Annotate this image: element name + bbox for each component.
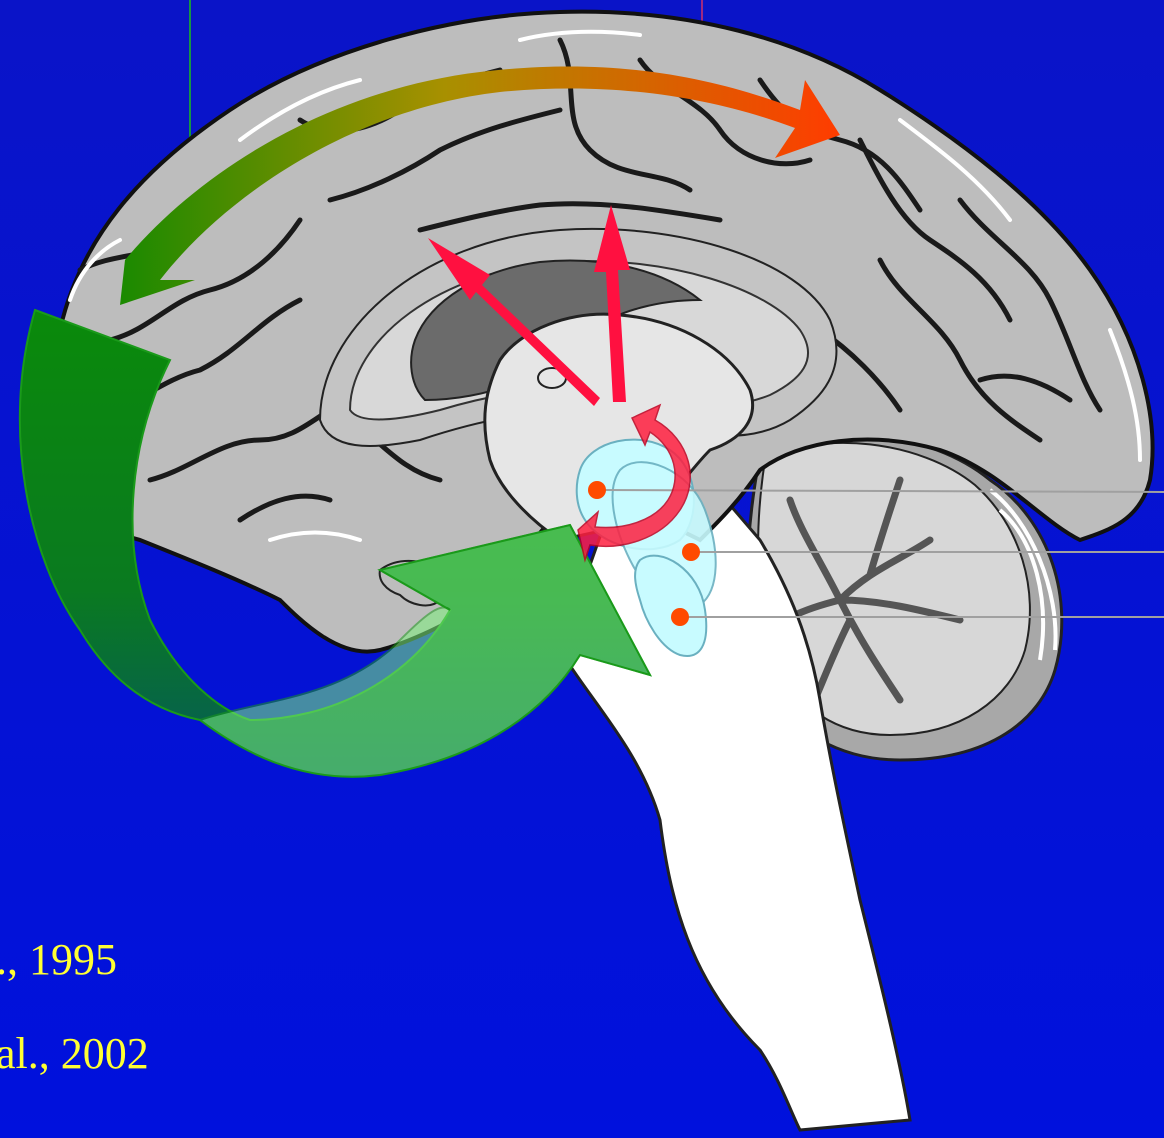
nucleus-dot-3 <box>671 608 689 626</box>
citation-2: al., 2002 <box>0 1028 149 1079</box>
citation-1: ., 1995 <box>0 934 117 985</box>
nucleus-dot-1 <box>588 481 606 499</box>
nucleus-dot-2 <box>682 543 700 561</box>
